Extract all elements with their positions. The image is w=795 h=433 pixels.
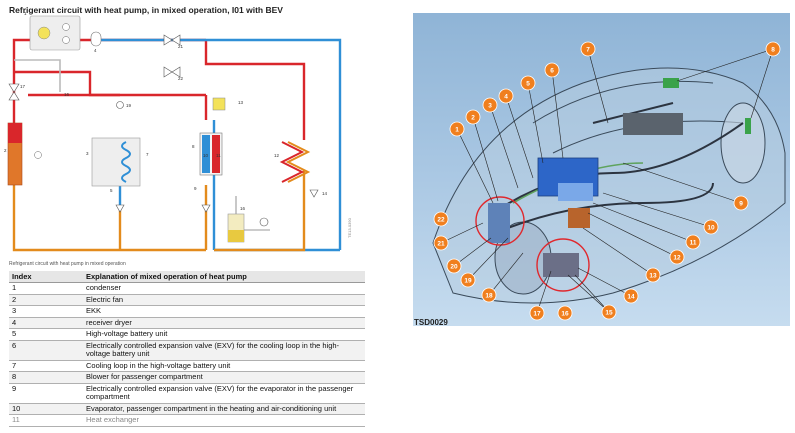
diagram-caption: Refrigerant circuit with heat pump in mi…	[9, 261, 126, 267]
callout-label: 16	[561, 311, 569, 318]
callouts: 1 2 3 4 5 6 7 8 9 10 11 12 13 14 15 16 1…	[433, 41, 781, 321]
diagram-label: 16	[240, 206, 246, 211]
legend-header-index: Index	[9, 271, 83, 283]
diagram-label: 21	[178, 44, 184, 49]
callout-label: 5	[526, 81, 530, 88]
diagram-label: 19	[126, 103, 132, 108]
callout-label: 1	[455, 127, 459, 134]
hot-line-right-top	[204, 40, 306, 140]
diagram-label: 3	[86, 151, 89, 156]
callout-label: 9	[739, 201, 743, 208]
callout-label: 21	[437, 241, 445, 248]
callout-label: 3	[488, 103, 492, 110]
refrigerant-circuit-diagram: 1 2 3 4 5 7 8 9 10 11 12 13 14 16 17 19 …	[4, 11, 342, 252]
diagram-label: 11	[216, 153, 221, 158]
hot-line-top	[12, 38, 206, 123]
diagram-label: 8	[192, 144, 195, 149]
callout-label: 11	[690, 240, 697, 247]
image-code: TSD0029	[414, 318, 448, 327]
callout-label: 12	[673, 255, 681, 262]
callout-label: 18	[485, 293, 493, 300]
callout-label: 14	[627, 294, 635, 301]
callout-label: 19	[464, 278, 472, 285]
callout-label: 4	[504, 94, 508, 101]
diagram-label: 12	[274, 153, 280, 158]
diagram-label: 5	[110, 188, 113, 193]
diagram-label: 22	[178, 76, 184, 81]
medium-line-bottom	[12, 185, 206, 252]
diagram-label: 13	[238, 100, 244, 105]
callout-label: 6	[550, 68, 554, 75]
callout-label: 22	[437, 217, 445, 224]
hot-line-valve-branch	[14, 70, 206, 97]
callout-label: 10	[707, 225, 715, 232]
diagram-label: 2	[4, 148, 7, 153]
callout-label: 20	[450, 264, 458, 271]
callout-label: 13	[649, 273, 657, 280]
callout-label: 17	[533, 311, 541, 318]
callout-label: 7	[586, 47, 590, 54]
callout-label: 2	[471, 115, 475, 122]
diagram-code: TE13-0390	[347, 218, 352, 238]
vehicle-cutaway-image: 1 2 3 4 5 6 7 8 9 10 11 12 13 14 15 16 1…	[413, 13, 790, 326]
medium-line-right	[214, 170, 306, 252]
diagram-label: 7	[146, 152, 149, 157]
diagram-label: 14	[322, 191, 328, 196]
diagram-label: 10	[203, 153, 209, 158]
diagram-label: 1	[24, 11, 27, 16]
diagram-label: 4	[94, 48, 97, 53]
page-title: Refrigerant circuit with heat pump, in m…	[9, 5, 283, 15]
diagram-label: 17	[20, 84, 26, 89]
callout-label: 15	[605, 310, 613, 317]
callout-label: 8	[771, 47, 775, 54]
diagram-label: 16	[64, 92, 70, 97]
legend-table: Index Explanation of mixed operation of …	[9, 271, 365, 427]
legend-header-explanation: Explanation of mixed operation of heat p…	[83, 271, 365, 283]
diagram-label: 9	[194, 186, 197, 191]
